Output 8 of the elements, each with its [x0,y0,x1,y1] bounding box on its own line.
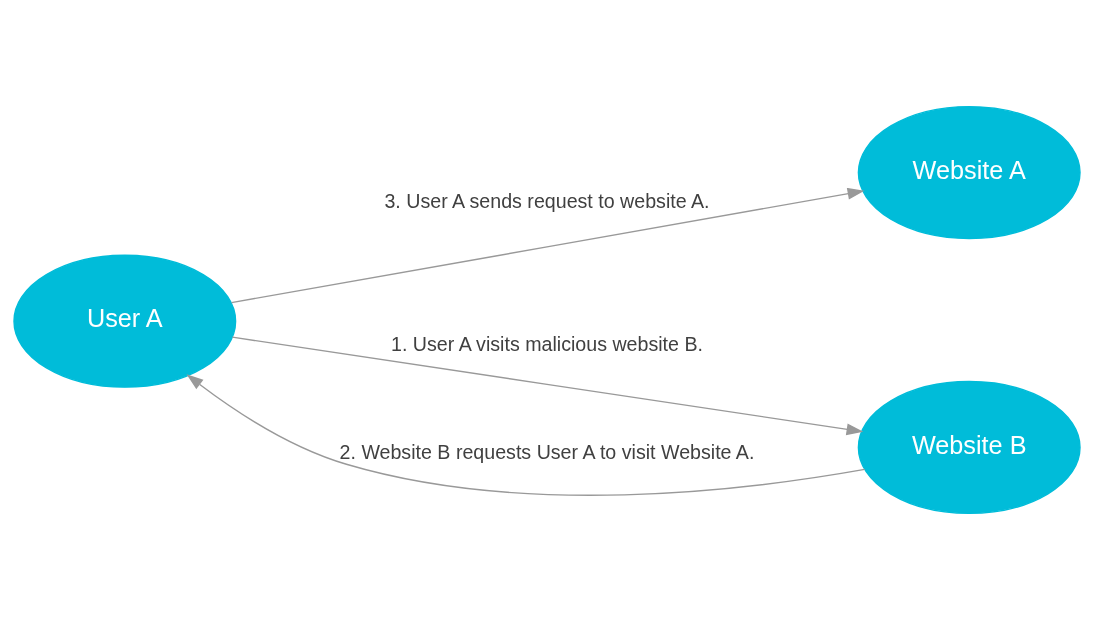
edge-label: 3. User A sends request to website A. [384,189,710,212]
arrow [186,373,866,496]
edge-label: 1. User A visits malicious website B. [391,332,703,355]
node-ellipse: Website B [857,380,1081,514]
arrow [231,335,864,435]
arrow [230,187,865,303]
edge-label: 2. Website B requests User A to visit Website A. [339,440,755,463]
node-ellipse: Website A [857,105,1081,239]
